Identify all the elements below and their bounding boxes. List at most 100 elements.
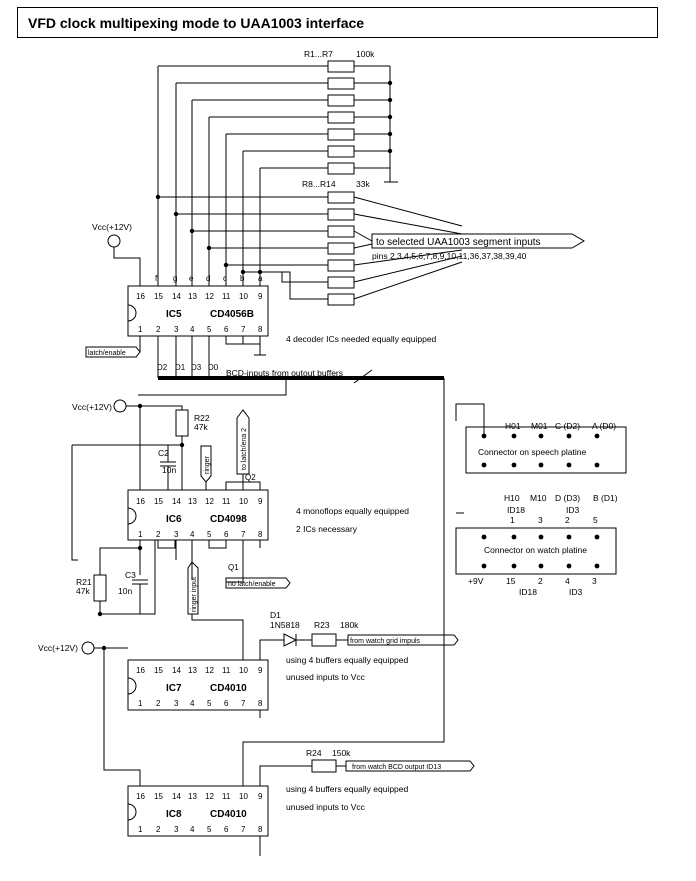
resistor-r4: [327, 111, 355, 124]
c3-value: 10n: [118, 586, 132, 596]
segment-target-arrow: [371, 233, 585, 249]
ic8-pin-16: 16: [136, 792, 145, 801]
resistor-r2: [327, 77, 355, 90]
r8-r14-value: 33k: [356, 179, 370, 189]
watch-num-3: 3: [538, 515, 543, 525]
ic7-pin-4: 4: [190, 699, 195, 708]
ringer-tag: [200, 445, 212, 483]
bcd-d0: D0: [208, 363, 219, 372]
ic8-input-label: from watch BCD output ID13: [352, 764, 441, 771]
ic6-body: [127, 489, 269, 541]
ic8-part: CD4010: [210, 809, 247, 820]
watch-top-b-d1: B (D1): [593, 493, 618, 503]
ic7-name: IC7: [166, 683, 182, 694]
ic6-pin-8: 8: [258, 530, 263, 539]
ic8-pin-11: 11: [222, 792, 231, 801]
ic7-part: CD4010: [210, 683, 247, 694]
ic7-pin-5: 5: [207, 699, 212, 708]
ic8-pin-9: 9: [258, 792, 263, 801]
resistor-r22: [175, 409, 189, 437]
ic8-pins: 16 15 14 13 12 11 10 9 1 2 3 4 5 6 7 8: [136, 792, 263, 834]
ic8-pin-12: 12: [205, 792, 214, 801]
ringer-input-label: ringer input: [191, 577, 198, 612]
ic7-pin-16: 16: [136, 666, 145, 675]
speech-pin-h01: H01: [505, 421, 521, 431]
ic6-pin-11: 11: [222, 497, 231, 506]
segment-target-pins: pins 2,3,4,5,6,7,8,9,10,11,36,37,38,39,4…: [372, 251, 527, 261]
r22-value: 47k: [194, 422, 208, 432]
r24-value: 150k: [332, 748, 351, 758]
ic7-input-label: from watch grid impuls: [350, 638, 421, 645]
watch-grid-tag: [347, 634, 459, 646]
ic6-note-2: 2 ICs necessary: [296, 524, 358, 534]
resistor-r3: [327, 94, 355, 107]
ic8-name: IC8: [166, 809, 182, 820]
resistor-r8: [327, 191, 355, 204]
bcd-d2: D2: [157, 363, 168, 372]
ic7-note-1: using 4 buffers equally equipped: [286, 655, 409, 665]
speech-pin-m01: M01: [531, 421, 548, 431]
ic8-pin-6: 6: [224, 825, 229, 834]
ic5-seg-d: d: [206, 274, 210, 283]
ic5-seg-e: e: [189, 274, 194, 283]
watch-bottom-3: 3: [592, 576, 597, 586]
ic8-pin-8: 8: [258, 825, 263, 834]
ic6-pin-10: 10: [239, 497, 248, 506]
resistor-r11: [327, 242, 355, 255]
watch-connector-label: Connector on watch platine: [484, 545, 587, 555]
ic5-pin-9: 9: [258, 292, 263, 301]
resistor-r10: [327, 225, 355, 238]
r21-label: R21: [76, 577, 92, 587]
ic8-body: [127, 785, 269, 837]
ringer-label: ringer: [204, 455, 211, 474]
ic5-body: [127, 285, 269, 337]
ic6-pin-9: 9: [258, 497, 263, 506]
ic6-pin-2: 2: [156, 530, 161, 539]
ic8-pin-15: 15: [154, 792, 163, 801]
capacitor-c3: [132, 579, 148, 585]
diode-d1: [283, 633, 298, 647]
bcd-d1: D1: [175, 363, 186, 372]
ic7-pin-14: 14: [172, 666, 181, 675]
ic5-pin-2: 2: [156, 325, 161, 334]
ic5-pin-4: 4: [190, 325, 195, 334]
ic8-pin-7: 7: [241, 825, 246, 834]
ic5-notch: [127, 304, 137, 322]
watch-id18-bottom: ID18: [519, 587, 537, 597]
bus-label: BCD-inputs from outout buffers: [226, 368, 343, 378]
vcc-label-1: Vcc(+12V): [92, 222, 132, 232]
watch-bottom-4: 4: [565, 576, 570, 586]
ic6-pin-12: 12: [205, 497, 214, 506]
resistor-r1: [327, 60, 355, 73]
watch-num-5: 5: [593, 515, 598, 525]
ic6-pin-1: 1: [138, 530, 143, 539]
ic5-latch-tag: [85, 346, 141, 358]
segment-target-label: to selected UAA1003 segment inputs: [376, 237, 541, 248]
ic5-pin-16: 16: [136, 292, 145, 301]
r8-r14-label: R8...R14: [302, 179, 336, 189]
ic5-latch-label: latch/enable: [88, 350, 126, 357]
ic5-part: CD4056B: [210, 309, 254, 320]
ic7-pin-7: 7: [241, 699, 246, 708]
resistor-r12: [327, 259, 355, 272]
watch-bottom-9v: +9V: [468, 576, 484, 586]
ic7-pin-12: 12: [205, 666, 214, 675]
watch-num-2: 2: [565, 515, 570, 525]
r23-label: R23: [314, 620, 330, 630]
ic7-body: [127, 659, 269, 711]
resistor-ladder-r8-r14: [158, 191, 463, 306]
resistor-r14: [327, 293, 355, 306]
ic6-q1: Q1: [228, 563, 239, 572]
resistor-r5: [327, 128, 355, 141]
ic7-pin-10: 10: [239, 666, 248, 675]
ic5-seg-f: f: [155, 274, 158, 283]
ic8-pin-1: 1: [138, 825, 143, 834]
latch-ena-2-label: to latch/ena 2: [241, 428, 248, 470]
ic8-pin-3: 3: [174, 825, 179, 834]
ic5-pin-6: 6: [224, 325, 229, 334]
no-latch-tag: [225, 577, 291, 589]
page-title: VFD clock multipexing mode to UAA1003 in…: [28, 15, 365, 31]
d1-label: D1: [270, 610, 281, 620]
